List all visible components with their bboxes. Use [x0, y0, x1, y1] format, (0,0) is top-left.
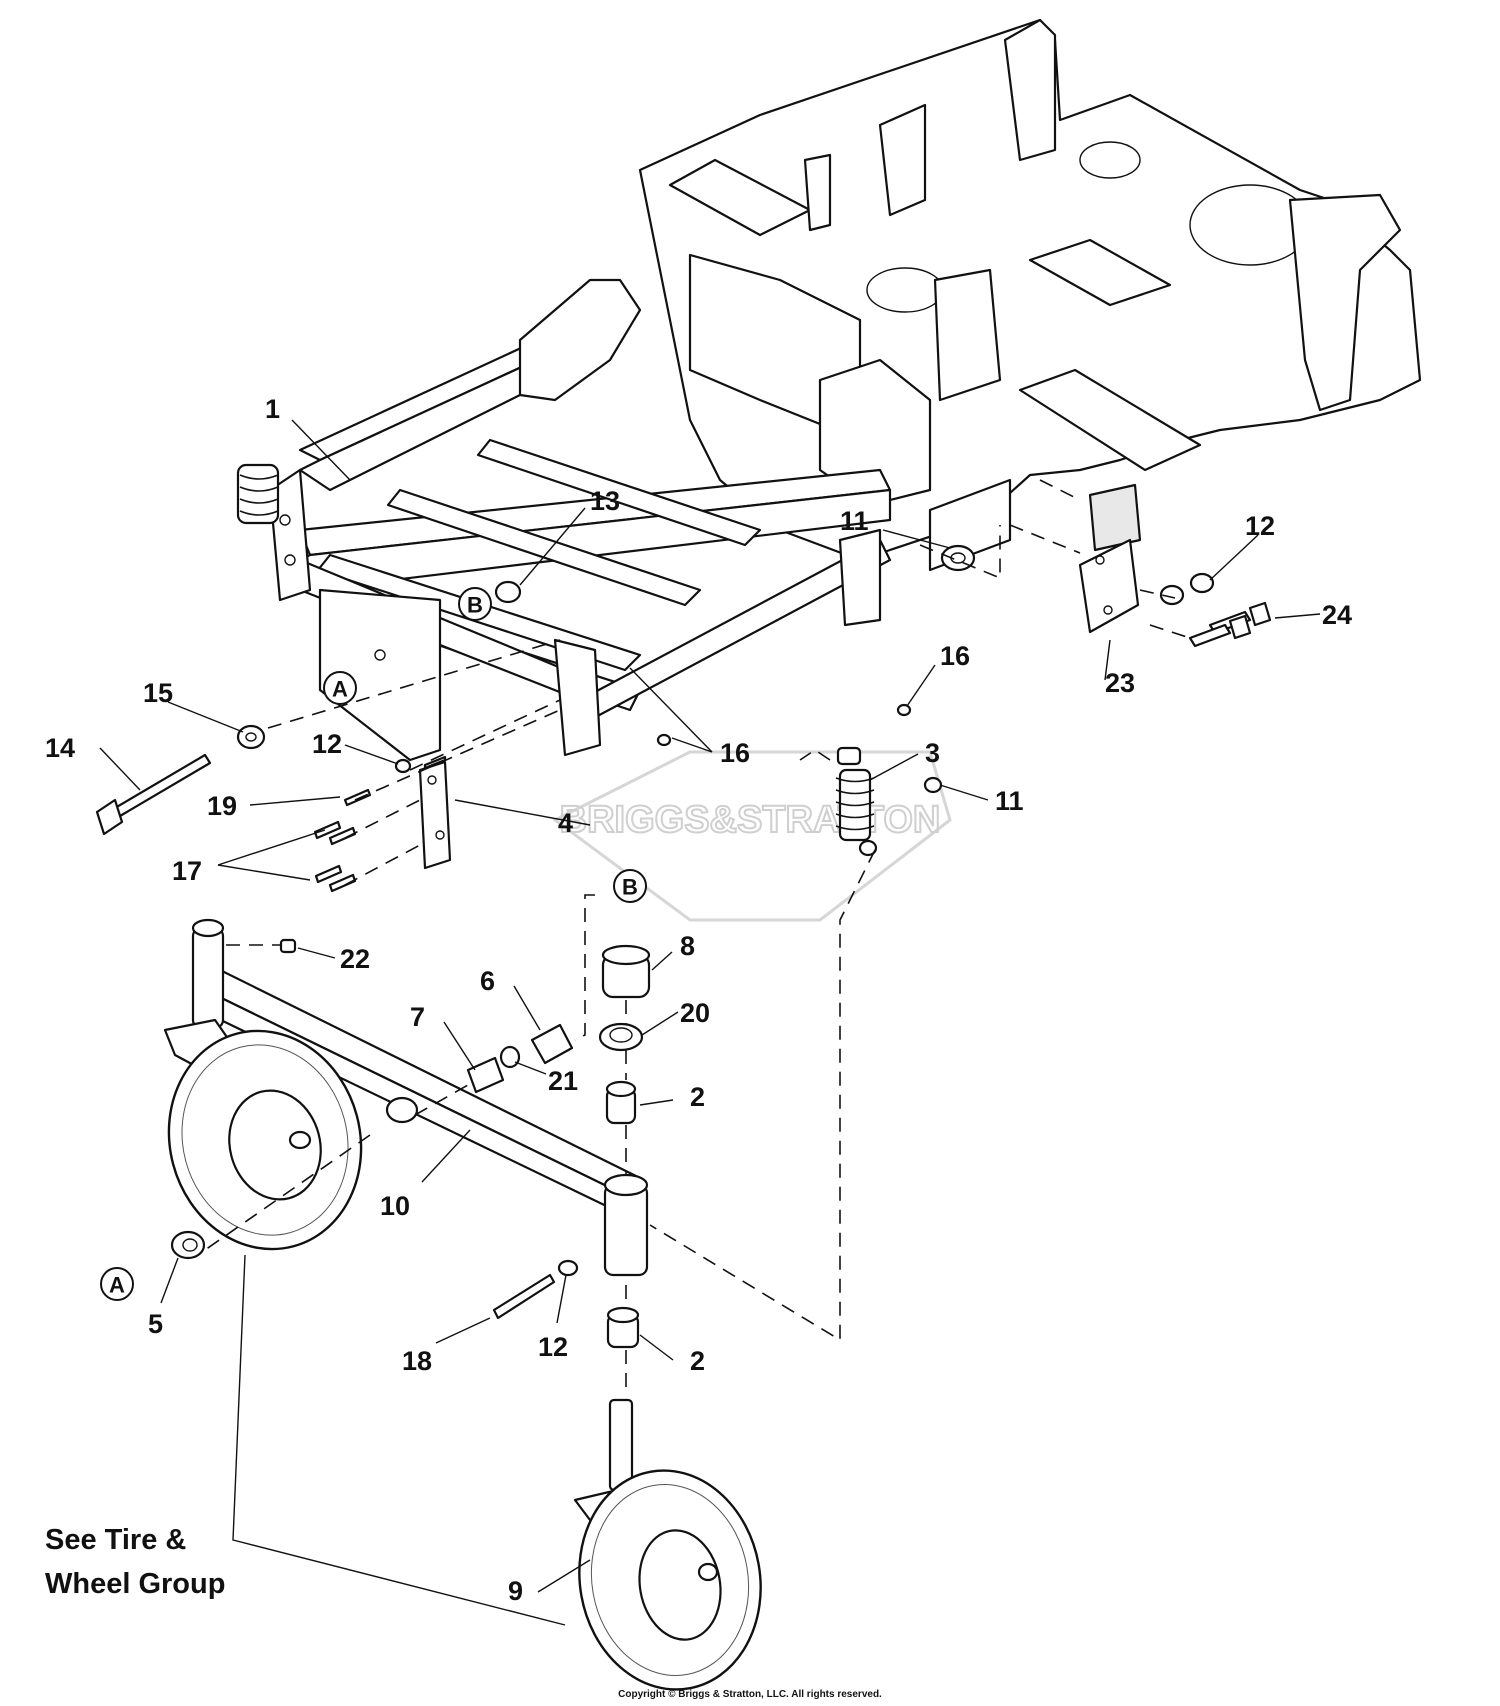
part-7-spacer — [466, 1056, 505, 1094]
part-12-washer-lower — [557, 1259, 579, 1277]
callout-8: 8 — [680, 931, 695, 961]
callout-4: 4 — [558, 808, 573, 838]
callout-6: 6 — [480, 966, 495, 996]
callout-10: 10 — [380, 1191, 410, 1221]
part-22-fitting — [279, 938, 297, 954]
front-left-shock — [236, 463, 280, 525]
callout-14: 14 — [45, 733, 75, 763]
callout-2-upper: 2 — [690, 1082, 705, 1112]
left-caster-wheel — [163, 1018, 363, 1251]
callout-11-upper: 11 — [840, 506, 869, 536]
callout-18: 18 — [402, 1346, 432, 1376]
tire-wheel-note: See Tire & Wheel Group — [45, 1524, 225, 1600]
main-frame — [268, 18, 1422, 762]
ref-b-lower: B — [613, 869, 647, 903]
part-11-nut — [940, 544, 976, 572]
part-18-bolt — [492, 1273, 556, 1320]
callout-7: 7 — [410, 1002, 425, 1032]
part-2-bushing-upper — [605, 1080, 637, 1125]
callout-labels: 1 2 2 3 4 5 6 7 8 9 10 11 11 12 12 12 13… — [45, 394, 1352, 1606]
ref-a-upper-letter: A — [332, 677, 348, 702]
part-12-nut-left — [394, 758, 412, 774]
part-14-bolt — [95, 753, 212, 836]
brand-watermark: BRIGGS&STRATTON — [552, 750, 952, 922]
callout-21: 21 — [548, 1066, 578, 1096]
note-line-1: See Tire & — [45, 1524, 186, 1556]
assembly-lines — [204, 479, 1191, 1395]
callout-11-lower: 11 — [995, 786, 1024, 816]
ref-b-lower-letter: B — [622, 875, 638, 900]
leader-lines — [99, 419, 1321, 1626]
ref-a-upper: A — [323, 671, 357, 705]
callout-19: 19 — [207, 791, 237, 821]
ref-b-upper: B — [458, 587, 492, 621]
part-17-screws — [313, 820, 357, 893]
part-6-spacer — [530, 1023, 574, 1065]
callout-20: 20 — [680, 998, 710, 1028]
callout-5: 5 — [148, 1309, 163, 1339]
callout-16-center: 16 — [720, 738, 750, 768]
callout-13: 13 — [590, 486, 620, 516]
part-4-plate — [418, 755, 452, 870]
part-13-bushing — [494, 580, 522, 604]
part-12-washers-right — [1159, 572, 1215, 606]
callout-23: 23 — [1105, 668, 1135, 698]
part-5-bushing — [170, 1230, 206, 1260]
part-9-caster-wheel — [573, 1398, 762, 1691]
ref-b-upper-letter: B — [467, 593, 483, 618]
callout-12-lower: 12 — [538, 1332, 568, 1362]
callout-9: 9 — [508, 1576, 523, 1606]
callout-2-lower: 2 — [690, 1346, 705, 1376]
watermark-text: BRIGGS&STRATTON — [560, 799, 941, 841]
callout-17: 17 — [172, 856, 202, 886]
note-line-2: Wheel Group — [45, 1568, 225, 1600]
part-3-shock — [835, 746, 878, 857]
part-24-bolts — [1188, 601, 1272, 648]
part-2-bushing-lower — [606, 1306, 640, 1349]
part-19-screw — [343, 788, 372, 807]
part-21-bushing — [499, 1045, 521, 1069]
callout-15: 15 — [143, 678, 173, 708]
copyright-text: Copyright © Briggs & Stratton, LLC. All … — [618, 1689, 882, 1700]
callout-16-right: 16 — [940, 641, 970, 671]
callout-22: 22 — [340, 944, 370, 974]
callout-24: 24 — [1322, 600, 1352, 630]
callout-12-left: 12 — [312, 729, 342, 759]
part-23-plate — [1078, 538, 1140, 634]
callout-12-right: 12 — [1245, 511, 1275, 541]
part-8-cap — [601, 944, 651, 999]
ref-a-lower-letter: A — [109, 1273, 125, 1298]
part-15-washer — [236, 724, 266, 750]
callout-3: 3 — [925, 738, 940, 768]
ref-a-lower: A — [100, 1267, 134, 1301]
callout-1: 1 — [265, 394, 280, 424]
part-16-fittings — [656, 703, 912, 747]
part-20-bearing — [598, 1022, 644, 1052]
part-11-nut-lower — [923, 776, 943, 794]
